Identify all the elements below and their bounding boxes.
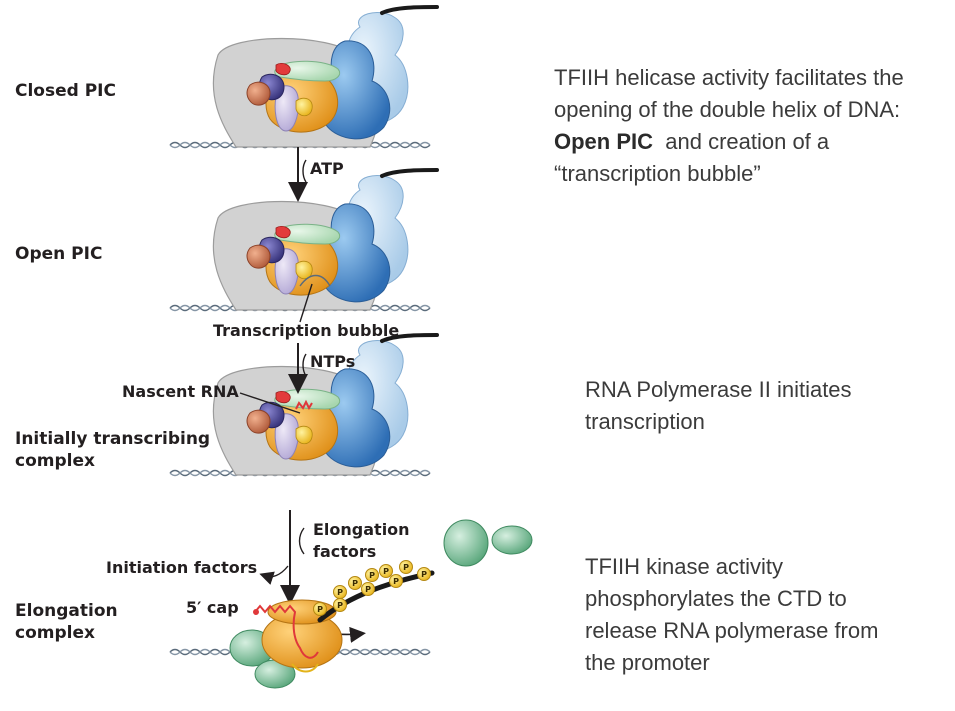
kinase-line-3: release RNA polymerase from <box>585 618 879 643</box>
initially-transcribing-line-1: Initially transcribing <box>15 429 211 449</box>
kinase-line-1: TFIIH kinase activity <box>585 554 784 579</box>
svg-text:P: P <box>403 563 409 572</box>
initiation-factors-label: Initiation factors <box>106 558 257 577</box>
elongation-factor-icon <box>491 525 533 555</box>
bubble-strand-icon <box>299 274 331 287</box>
pol2-line-2: transcription <box>585 409 705 434</box>
phosphate-icon: P <box>379 564 393 578</box>
initially-transcribing-line-2: complex <box>15 451 95 471</box>
nascent-rna-label: Nascent RNA <box>122 382 239 401</box>
tfiih-helicase-line-3-rest: and creation of a <box>665 129 830 154</box>
phosphate-icon: P <box>389 574 403 588</box>
elongation-complex <box>169 570 435 689</box>
tfiih-helicase-line-4: “transcription bubble” <box>554 161 761 186</box>
tfiih-helicase-line-1: TFIIH helicase activity facilitates the <box>554 65 904 90</box>
svg-text:P: P <box>393 577 399 586</box>
phosphate-icon: P <box>333 585 347 599</box>
kinase-line-4: the promoter <box>585 650 710 675</box>
closed-pic-complex <box>170 7 437 148</box>
nascent-rna-icon <box>295 399 313 411</box>
tfiih-kinase-note: TFIIH kinase activity phosphorylates the… <box>585 551 878 679</box>
svg-text:P: P <box>352 579 358 588</box>
pol2-initiates-note: RNA Polymerase II initiates transcriptio… <box>585 374 852 438</box>
phosphate-icon: P <box>348 576 362 590</box>
atp-label: ATP <box>310 159 344 178</box>
bubble-pointer <box>299 283 313 323</box>
transcription-bubble-label: Transcription bubble <box>213 321 399 340</box>
ntps-label: NTPs <box>310 352 355 371</box>
cap-icon <box>253 609 259 615</box>
tfiih-helicase-note: TFIIH helicase activity facilitates the … <box>554 62 904 190</box>
initially-transcribing-label: Initially transcribing complex <box>15 428 210 472</box>
tfiih-helicase-line-3: Open PIC and creation of a <box>554 126 904 158</box>
elongation-complex-line-2: complex <box>15 623 95 643</box>
phosphate-groups: P P P P P P P P P P <box>313 560 431 616</box>
atp-arrow <box>288 147 308 202</box>
elongation-factors-label-1: Elongation <box>313 520 410 539</box>
nascent-rna-pointer <box>239 392 301 414</box>
phosphate-icon: P <box>361 582 375 596</box>
phosphate-icon: P <box>313 602 327 616</box>
elongation-factor-icon <box>443 519 489 567</box>
phosphate-icon: P <box>365 568 379 582</box>
ntps-arrow <box>288 343 308 394</box>
initially-transcribing-complex <box>170 335 437 476</box>
elongation-complex-label: Elongation complex <box>15 600 118 644</box>
phosphate-icon: P <box>399 560 413 574</box>
elongation-factors-label-2: factors <box>313 542 376 561</box>
svg-text:P: P <box>337 601 343 610</box>
tfiih-helicase-line-2: opening of the double helix of DNA: <box>554 97 901 122</box>
svg-text:P: P <box>365 585 371 594</box>
svg-text:P: P <box>317 605 323 614</box>
rna-transcript-icon <box>254 604 319 659</box>
svg-text:P: P <box>421 570 427 579</box>
pol2-line-1: RNA Polymerase II initiates <box>585 377 852 402</box>
elongation-complex-line-1: Elongation <box>15 601 118 621</box>
phosphate-icon: P <box>333 598 347 612</box>
five-prime-cap-label: 5′ cap <box>186 598 239 617</box>
svg-text:P: P <box>337 588 343 597</box>
open-pic-complex <box>170 170 437 311</box>
open-pic-label: Open PIC <box>15 244 103 264</box>
phosphate-icon: P <box>417 567 431 581</box>
closed-pic-label: Closed PIC <box>15 81 116 101</box>
svg-text:P: P <box>383 567 389 576</box>
open-pic-bold: Open PIC <box>554 129 654 154</box>
svg-text:P: P <box>369 571 375 580</box>
kinase-line-2: phosphorylates the CTD to <box>585 586 847 611</box>
elongation-arrow <box>259 510 305 605</box>
